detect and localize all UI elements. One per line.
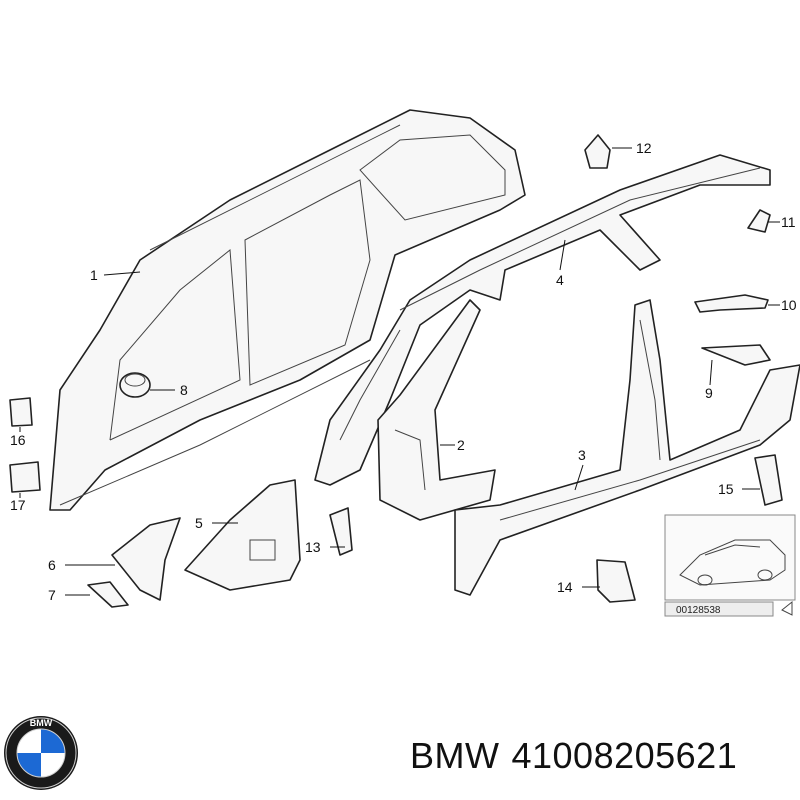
part-10-bracket — [694, 294, 769, 313]
part-7-small-bracket — [87, 581, 129, 608]
callout-3: 3 — [578, 447, 586, 463]
callout-1: 1 — [90, 267, 98, 283]
callout-16: 16 — [10, 432, 26, 448]
part-14-plate — [596, 559, 636, 603]
callout-8: 8 — [180, 382, 188, 398]
part-2-a-pillar — [377, 299, 496, 521]
callout-9: 9 — [705, 385, 713, 401]
part-3-sill-b-pillar — [454, 299, 800, 596]
part-16-bracket — [9, 397, 33, 427]
brand-name: BMW — [410, 735, 500, 776]
callout-labels: 1 2 3 4 5 6 7 8 9 10 11 12 13 14 15 16 1… — [10, 140, 797, 603]
callout-5: 5 — [195, 515, 203, 531]
callout-15: 15 — [718, 481, 734, 497]
part-11-corner — [747, 209, 771, 233]
leader-lines — [19, 147, 780, 596]
part-17-bracket — [9, 461, 41, 493]
part-13-plate — [329, 507, 353, 556]
vehicle-thumbnail: 00128538 — [664, 514, 796, 617]
corner-arrow-icon — [781, 600, 793, 616]
callout-10: 10 — [781, 297, 797, 313]
brand-part-label: BMW 41008205621 — [410, 735, 749, 777]
brand-logo: BMW — [4, 716, 78, 790]
thumbnail-code: 00128538 — [676, 605, 721, 616]
part-6-bracket — [111, 517, 181, 601]
logo-text: BMW — [30, 718, 53, 728]
part-1-side-frame — [49, 109, 526, 511]
callout-6: 6 — [48, 557, 56, 573]
callout-12: 12 — [636, 140, 652, 156]
callout-11: 11 — [781, 214, 796, 230]
part-12-grommet — [584, 134, 611, 169]
callout-17: 17 — [10, 497, 26, 513]
part-8-plug — [119, 372, 151, 398]
callout-4: 4 — [556, 272, 564, 288]
callout-2: 2 — [457, 437, 465, 453]
part-5-wheelhouse-panel — [184, 479, 301, 591]
part-9-strip — [701, 344, 771, 366]
callout-7: 7 — [48, 587, 56, 603]
callout-13: 13 — [305, 539, 321, 555]
part-4-side-panel-outer — [314, 154, 771, 486]
part-number: 41008205621 — [511, 735, 738, 776]
callout-14: 14 — [557, 579, 573, 595]
part-15-corner-panel — [754, 454, 783, 506]
